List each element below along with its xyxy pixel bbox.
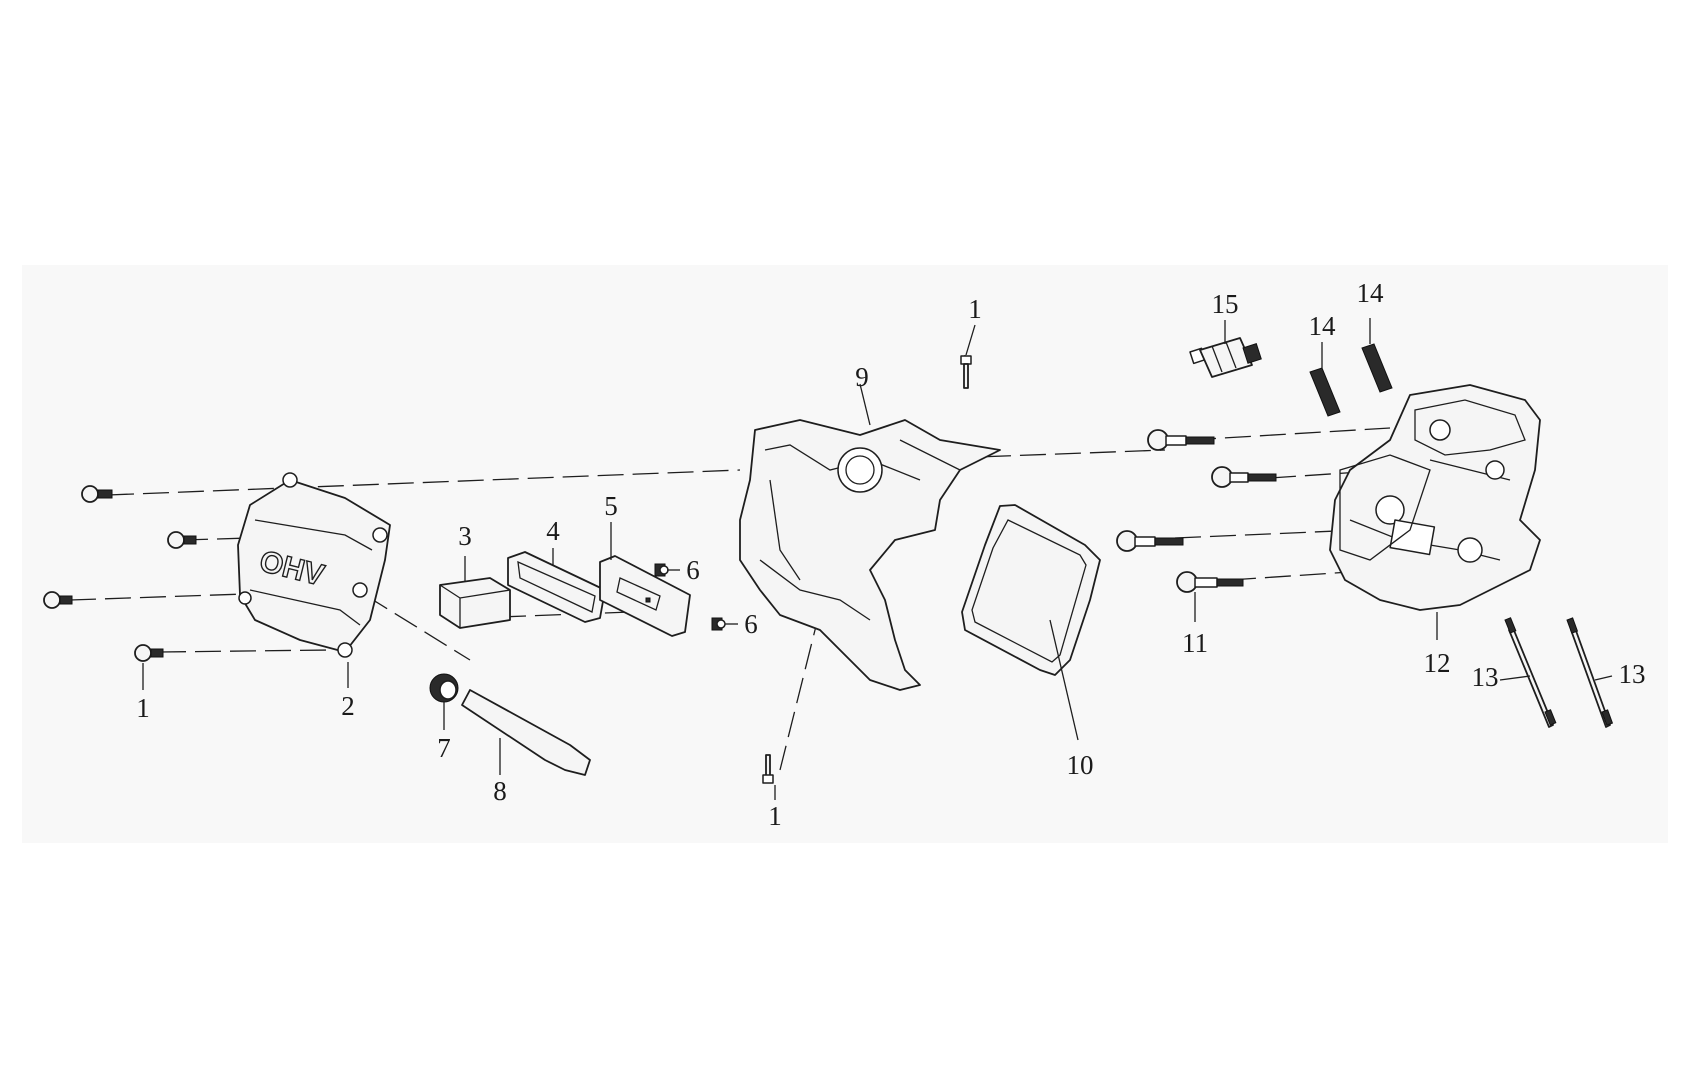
- head-bolt-11-b: [1211, 466, 1277, 488]
- bolt-1-top-left: [81, 485, 113, 503]
- callout-11: 11: [1182, 628, 1208, 658]
- valve-cover: OHV: [237, 472, 391, 658]
- bolt-1-mid-left: [167, 531, 197, 549]
- screw-6-upper: [654, 563, 669, 577]
- head-bolt-11-c: [1116, 530, 1184, 552]
- callout-10: 10: [1067, 750, 1094, 780]
- callout-4: 4: [546, 516, 560, 546]
- callout-15: 15: [1212, 289, 1239, 319]
- callout-6-lower: 6: [744, 609, 758, 639]
- head-bolt-11-d: [1176, 571, 1244, 593]
- callout-14-left: 14: [1309, 311, 1337, 341]
- spark-plug-15: [1189, 337, 1262, 378]
- callout-6-upper: 6: [686, 555, 700, 585]
- stud-13-right: [1566, 617, 1614, 728]
- callout-1-left: 1: [136, 693, 150, 723]
- stud-14-right: [1361, 343, 1393, 393]
- callout-13-left: 13: [1472, 662, 1499, 692]
- head-gasket: [961, 504, 1101, 676]
- callout-13-right: 13: [1619, 659, 1646, 689]
- screw-6-lower: [711, 617, 726, 631]
- breather-block: [439, 577, 511, 629]
- bolt-1-top: [960, 355, 972, 389]
- callout-12: 12: [1424, 648, 1451, 678]
- callout-labels: 1 1 1 2 3 4 5 6 6 7 8 9 10 11 12 13 13 1…: [136, 278, 1645, 831]
- callout-2: 2: [341, 691, 355, 721]
- bolt-1-lower-left: [43, 591, 73, 609]
- breather-tube: [461, 689, 591, 776]
- callout-8: 8: [493, 776, 507, 806]
- bolt-1-bottom-left: [134, 644, 164, 662]
- head-bolt-11-a: [1147, 429, 1215, 451]
- breather-gasket: [507, 551, 606, 623]
- callout-9: 9: [855, 362, 869, 392]
- cylinder-cowling: [739, 419, 1001, 691]
- callout-7: 7: [437, 733, 451, 763]
- stud-13-left: [1504, 617, 1557, 728]
- callout-3: 3: [458, 521, 472, 551]
- bolt-1-bottom: [762, 754, 774, 784]
- callout-1-top: 1: [968, 294, 982, 324]
- stud-14-left: [1309, 367, 1341, 417]
- breather-grommet: [429, 673, 459, 703]
- callout-5: 5: [604, 491, 618, 521]
- callout-14-right: 14: [1357, 278, 1385, 308]
- callout-1-bottom: 1: [768, 801, 782, 831]
- breather-plate: [599, 555, 691, 637]
- cylinder-head: [1329, 384, 1541, 611]
- leader-lines: [142, 318, 1613, 800]
